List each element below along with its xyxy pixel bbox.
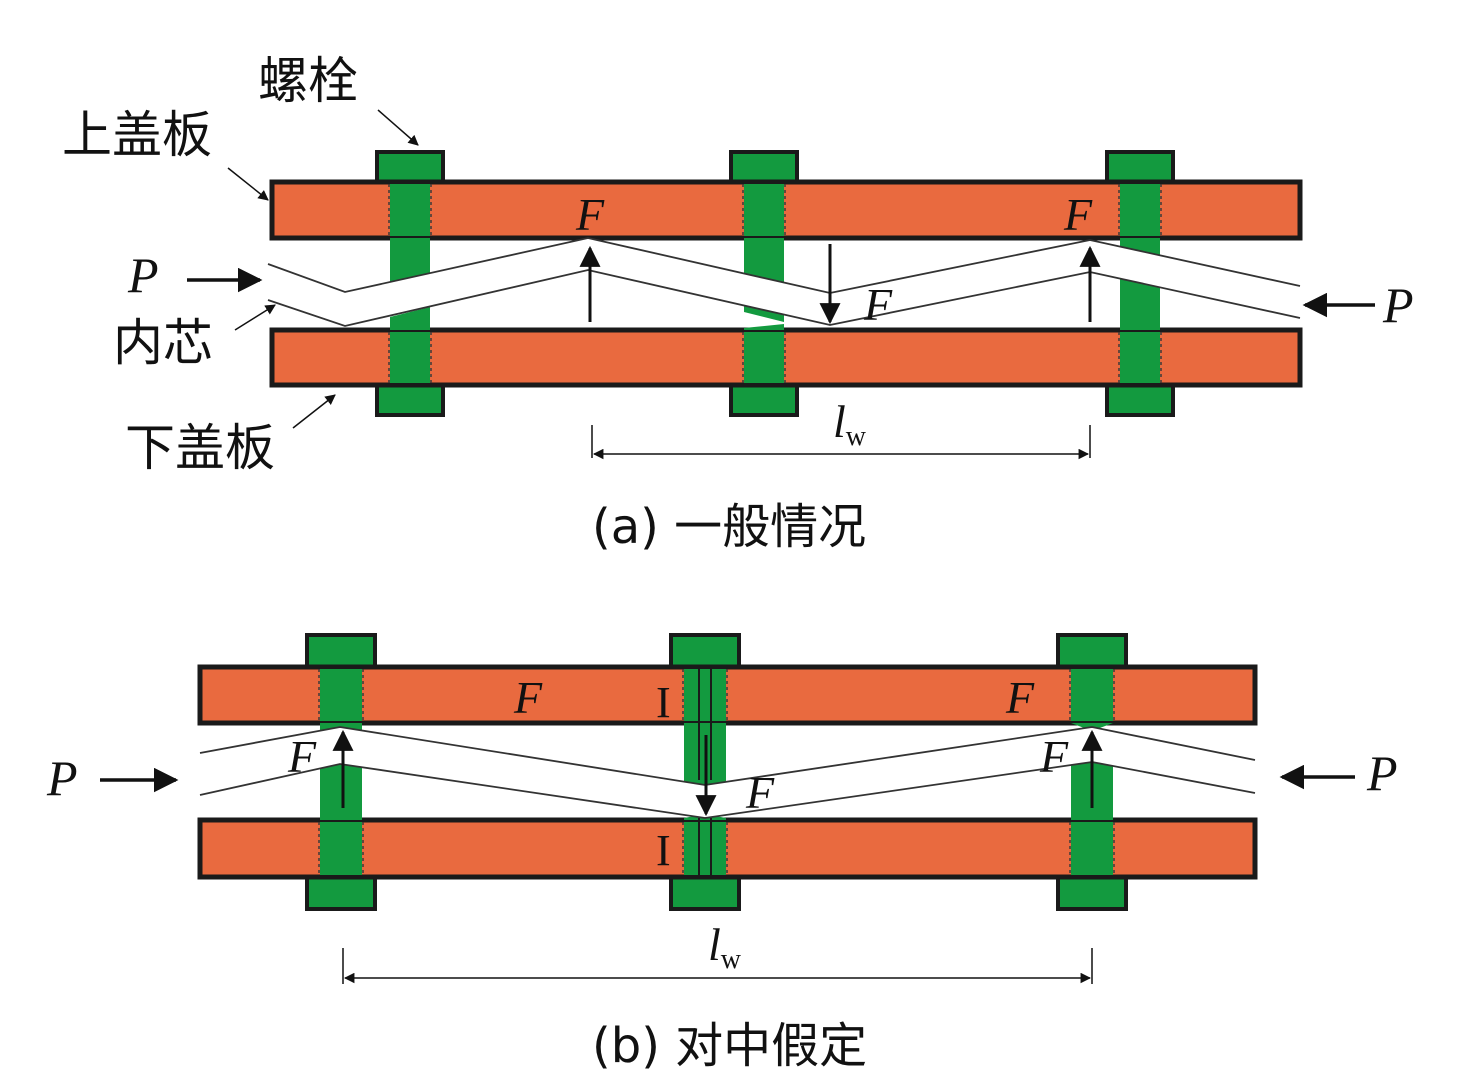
inner-core-b-bottom-edge: [199, 761, 1256, 819]
label-force-b2: F: [745, 767, 775, 818]
bolt-head-a2-top: [729, 150, 799, 184]
leader-lower-plate: [292, 394, 336, 429]
bolt-nut-b2-bottom: [669, 875, 741, 911]
bolt-nut-a2-bottom: [729, 383, 799, 417]
label-load-b-right: P: [1366, 745, 1398, 801]
bolt-shank-b3-upper: [1071, 669, 1113, 721]
bolt-shank-a2-lower: [744, 332, 784, 383]
section-mark-upper: I: [656, 678, 671, 727]
bolt-head-a3-top: [1105, 150, 1175, 184]
bolt-shank-b2-upper: [684, 669, 726, 721]
inner-core-a-bottom-edge: [267, 269, 1301, 327]
dimension-lw-b: [342, 948, 1093, 984]
caption-a: (a) 一般情况: [592, 499, 866, 555]
bolt-shank-a1-gap-lower: [390, 307, 430, 330]
label-force-b-plate-left: F: [513, 672, 543, 723]
bolt-head-a1-top: [375, 150, 445, 184]
bolt-shank-b1-upper: [320, 669, 362, 721]
section-mark-lower: I: [656, 826, 671, 875]
caption-b: (b) 对中假定: [592, 1018, 867, 1074]
bolt-shank-a1-lower: [390, 332, 430, 383]
label-load-a-left: P: [127, 247, 159, 303]
bolt-shank-b3-lower: [1071, 822, 1113, 875]
bolt-shank-b1-lower: [320, 822, 362, 875]
label-force-b3: F: [1039, 731, 1069, 782]
bolt-nut-b3-bottom: [1056, 875, 1128, 911]
label-load-b-left: P: [46, 750, 78, 806]
dimension-lw-a: [591, 425, 1091, 460]
bolt-head-b2-top: [669, 633, 741, 669]
label-length-b: lw: [708, 919, 742, 975]
bolt-shank-a2-gap-lower: [744, 324, 784, 330]
bolt-nut-a3-bottom: [1105, 383, 1175, 417]
bolt-nut-b1-bottom: [305, 875, 377, 911]
bolt-shank-a1-gap-upper: [390, 238, 430, 284]
leader-core: [234, 304, 276, 331]
inner-core-b: [200, 727, 1255, 818]
label-bolt: 螺栓: [258, 52, 358, 110]
bolt-shank-a3-upper: [1120, 184, 1160, 236]
bolt-shank-b1-gap-lower: [320, 762, 362, 820]
bolt-nut-a1-bottom: [375, 383, 445, 417]
label-upper-plate: 上盖板: [62, 106, 212, 164]
bolt-shank-a3-gap-lower: [1120, 272, 1160, 330]
leader-upper-plate: [227, 167, 269, 201]
bolt-shank-a2-upper: [744, 184, 784, 236]
label-core: 内芯: [113, 314, 213, 372]
bolt-head-b1-top: [305, 633, 377, 669]
panel-a: 螺栓 上盖板 内芯 下盖板 P P F F F lw (a) 一般情况: [62, 52, 1414, 555]
bolt-shank-a3-lower: [1120, 332, 1160, 383]
label-load-a-right: P: [1382, 277, 1414, 333]
inner-core-a: [268, 238, 1300, 326]
label-force-a2: F: [863, 279, 893, 330]
panel-b: P P F F F F F I I lw (b) 对中假定: [46, 633, 1398, 1074]
label-force-a3: F: [1063, 189, 1093, 240]
inner-core-a-top-edge: [267, 237, 1301, 294]
bolt-head-b3-top: [1056, 633, 1128, 669]
label-lower-plate: 下盖板: [125, 419, 275, 477]
leader-bolt: [377, 109, 419, 146]
bolt-shank-a1-upper: [390, 184, 430, 236]
label-force-a1: F: [575, 189, 605, 240]
label-force-b1: F: [287, 731, 317, 782]
label-length-a: lw: [833, 396, 867, 452]
label-force-b-plate-right: F: [1005, 672, 1035, 723]
bolt-shank-b2-lower: [684, 822, 726, 875]
